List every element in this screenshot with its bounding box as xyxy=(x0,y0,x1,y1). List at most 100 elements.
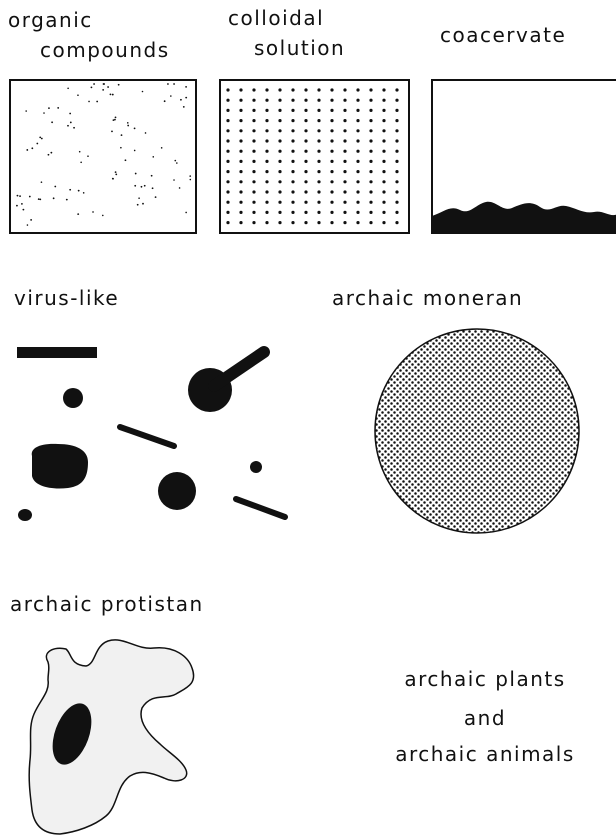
colloid-dot xyxy=(382,180,385,183)
organic-speck xyxy=(167,83,169,85)
colloid-dot xyxy=(239,160,242,163)
colloid-dot xyxy=(304,109,307,112)
organic-speck xyxy=(102,215,104,217)
colloid-dot xyxy=(317,139,320,142)
colloid-dot xyxy=(395,99,398,102)
colloid-dot xyxy=(369,119,372,122)
organic-speck xyxy=(138,197,140,199)
colloid-dot xyxy=(330,150,333,153)
colloid-dot xyxy=(304,190,307,193)
colloid-dot xyxy=(278,119,281,122)
colloid-dot xyxy=(330,99,333,102)
colloid-dot xyxy=(226,221,229,224)
organic-speck xyxy=(83,192,85,194)
organic-speck xyxy=(88,101,90,103)
colloid-dot xyxy=(265,201,268,204)
colloid-dot xyxy=(369,88,372,91)
colloid-dot xyxy=(356,180,359,183)
colloid-dot xyxy=(252,211,255,214)
virus-rod-horizontal xyxy=(17,347,97,358)
colloid-dot xyxy=(356,160,359,163)
colloid-dot xyxy=(239,180,242,183)
colloid-dot xyxy=(317,99,320,102)
organic-speck xyxy=(69,113,71,115)
colloid-dot xyxy=(239,170,242,173)
colloid-dot xyxy=(369,109,372,112)
colloid-dot xyxy=(330,211,333,214)
organic-compounds-panel xyxy=(10,80,196,233)
colloid-dot xyxy=(382,88,385,91)
organic-speck xyxy=(77,213,79,215)
colloid-dot xyxy=(304,139,307,142)
colloid-dot xyxy=(252,170,255,173)
organic-speck xyxy=(67,87,69,89)
virus-like-particles xyxy=(17,347,285,521)
colloid-dot xyxy=(369,180,372,183)
organic-speck xyxy=(25,110,27,112)
colloid-dot xyxy=(226,109,229,112)
colloid-dot xyxy=(291,139,294,142)
colloid-dot xyxy=(252,150,255,153)
colloid-dot xyxy=(356,190,359,193)
organic-speck xyxy=(77,94,79,96)
organic-speck xyxy=(67,125,69,127)
organic-speck xyxy=(115,171,117,173)
colloid-dot xyxy=(343,119,346,122)
colloid-dot xyxy=(252,180,255,183)
colloid-dot xyxy=(252,99,255,102)
colloid-dot xyxy=(291,88,294,91)
colloid-dot xyxy=(395,201,398,204)
virus-small-sphere xyxy=(63,388,83,408)
colloid-dot xyxy=(239,201,242,204)
colloid-dot xyxy=(395,160,398,163)
colloid-dot xyxy=(226,99,229,102)
colloid-dot xyxy=(382,170,385,173)
colloid-dot xyxy=(226,170,229,173)
organic-speck xyxy=(19,195,21,197)
colloid-dot xyxy=(239,129,242,132)
organic-speck xyxy=(51,121,53,123)
colloid-dot xyxy=(330,190,333,193)
colloid-dot xyxy=(291,160,294,163)
organic-speck xyxy=(93,83,95,85)
organic-speck xyxy=(152,156,154,158)
colloid-dot xyxy=(239,119,242,122)
organic-speck xyxy=(41,138,43,140)
colloid-dot xyxy=(265,190,268,193)
colloid-dot xyxy=(317,150,320,153)
colloid-dot xyxy=(239,99,242,102)
colloid-dot xyxy=(226,201,229,204)
colloid-dot xyxy=(291,201,294,204)
colloid-dot xyxy=(252,221,255,224)
colloid-dot xyxy=(356,129,359,132)
organic-speck xyxy=(54,186,56,188)
colloid-dot xyxy=(226,88,229,91)
organic-speck xyxy=(78,190,80,192)
colloid-dot xyxy=(343,99,346,102)
colloid-dot xyxy=(278,160,281,163)
colloid-dot xyxy=(291,109,294,112)
colloid-dot xyxy=(382,109,385,112)
organic-speck xyxy=(30,219,32,221)
colloid-dot xyxy=(239,139,242,142)
colloid-dot xyxy=(330,180,333,183)
organic-speck xyxy=(53,197,55,199)
organic-speck xyxy=(189,175,191,177)
colloid-dot xyxy=(226,119,229,122)
colloid-dot xyxy=(226,129,229,132)
colloid-dot xyxy=(226,139,229,142)
organic-speck xyxy=(91,86,93,88)
colloid-dot xyxy=(382,221,385,224)
colloid-dot xyxy=(395,221,398,224)
colloid-dot xyxy=(265,129,268,132)
colloid-dot xyxy=(317,180,320,183)
archaic-protistan-cell xyxy=(29,640,193,834)
colloid-dot xyxy=(356,221,359,224)
organic-speck xyxy=(103,83,105,85)
organic-speck xyxy=(111,131,113,133)
colloid-dot xyxy=(252,119,255,122)
organic-speck xyxy=(87,155,89,157)
colloid-dot xyxy=(343,150,346,153)
organic-speck xyxy=(135,173,137,175)
